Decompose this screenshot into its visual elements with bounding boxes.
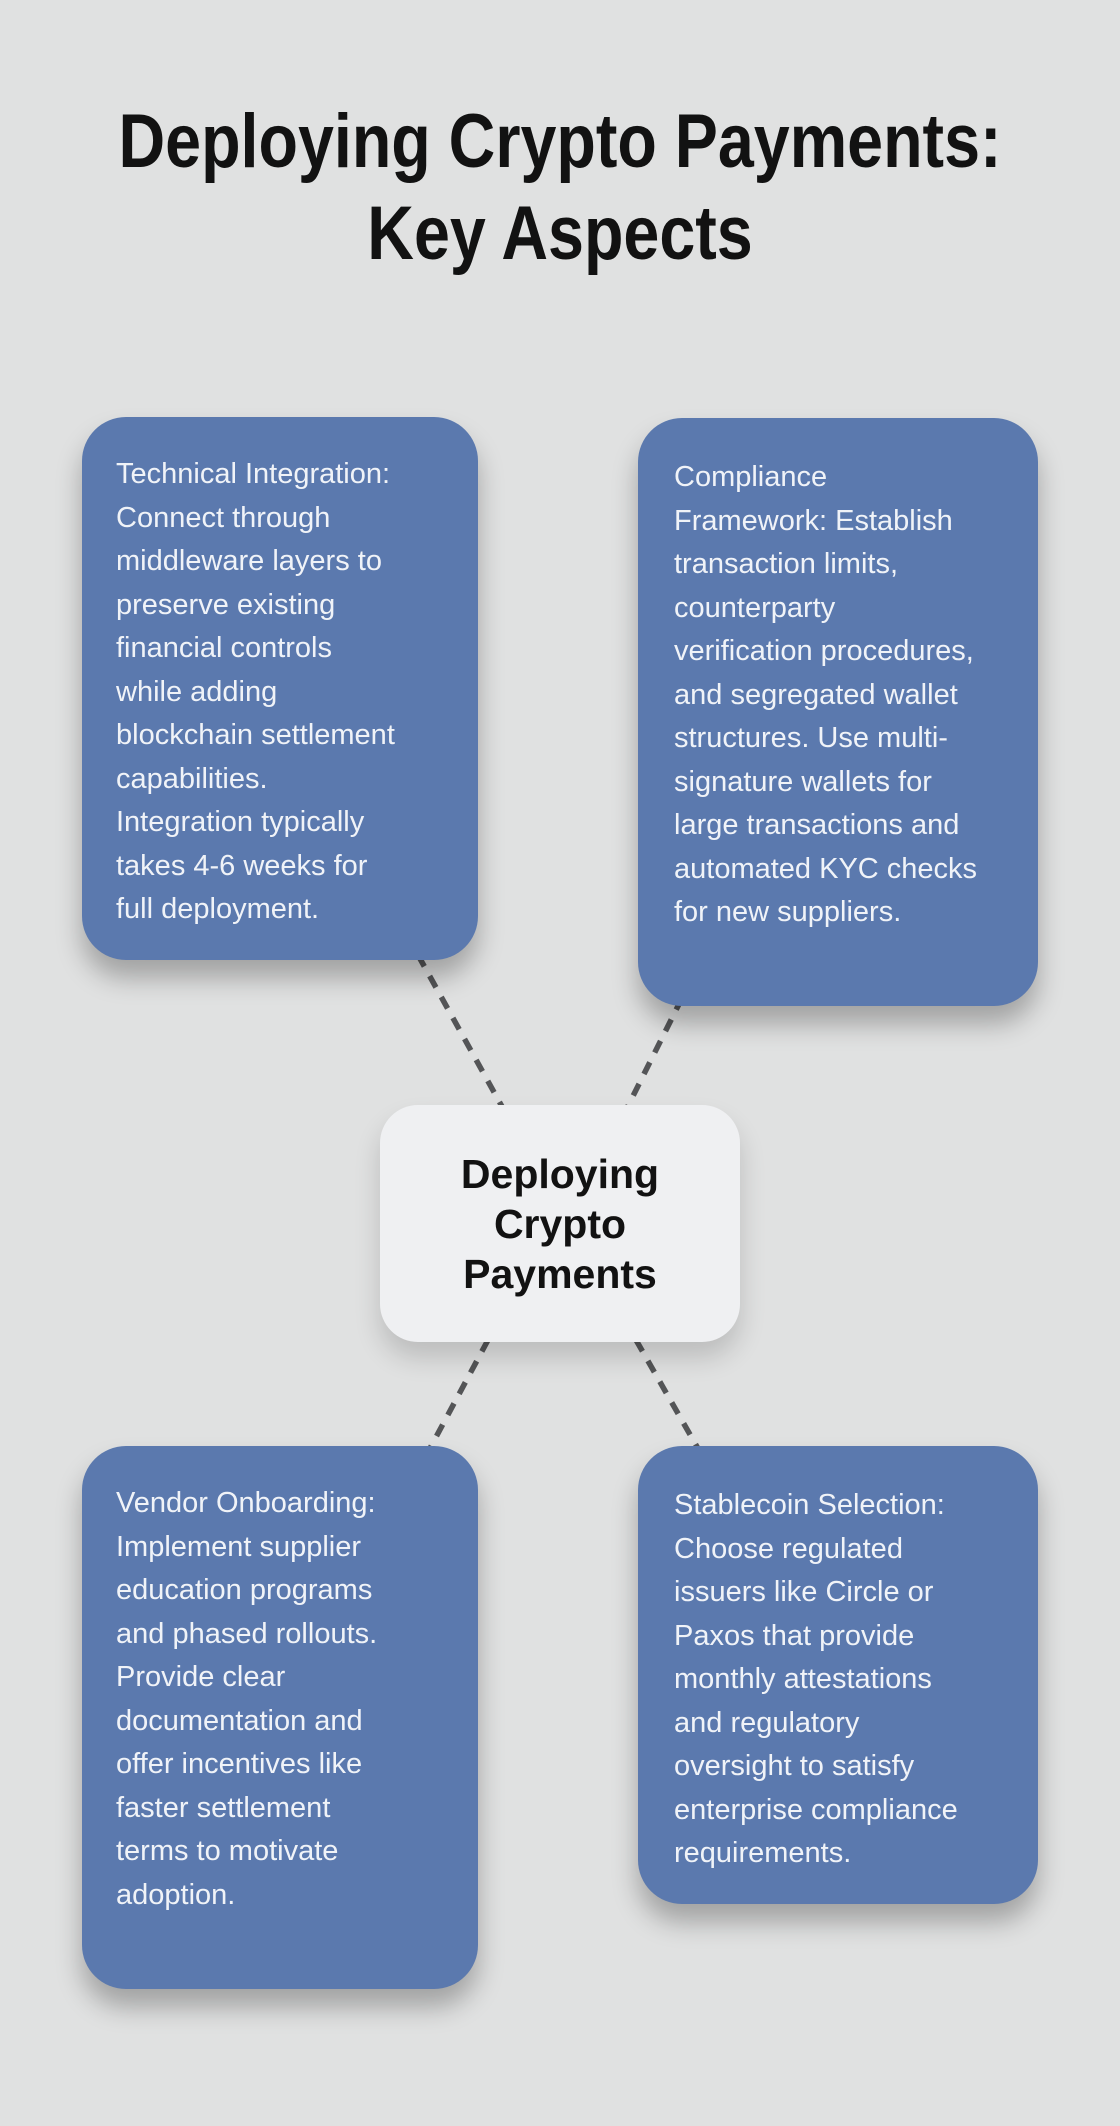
node-stablecoin-selection-text: Stablecoin Selection: Choose regulated i… bbox=[674, 1489, 958, 1869]
connector-top-right bbox=[623, 996, 685, 1112]
center-node-label: Deploying Crypto Payments bbox=[460, 1150, 660, 1297]
node-vendor-onboarding: Vendor Onboarding: Implement supplier ed… bbox=[82, 1446, 478, 1989]
center-node: Deploying Crypto Payments bbox=[380, 1105, 740, 1342]
node-compliance-framework-text: Compliance Framework: Establish transact… bbox=[674, 461, 978, 928]
page-title-line1: Deploying Crypto Payments: bbox=[118, 99, 1002, 184]
node-compliance-framework: Compliance Framework: Establish transact… bbox=[638, 418, 1038, 1006]
connector-top-left bbox=[415, 953, 508, 1114]
node-technical-integration: Technical Integration: Connect through m… bbox=[82, 417, 478, 960]
node-vendor-onboarding-text: Vendor Onboarding: Implement supplier ed… bbox=[116, 1487, 378, 1911]
connector-bottom-left bbox=[425, 1338, 491, 1454]
node-technical-integration-text: Technical Integration: Connect through m… bbox=[116, 458, 395, 925]
connector-bottom-right bbox=[633, 1338, 703, 1454]
page-title-line2: Key Aspects bbox=[367, 191, 753, 276]
page-title: Deploying Crypto Payments: Key Aspects bbox=[84, 96, 1036, 280]
node-stablecoin-selection: Stablecoin Selection: Choose regulated i… bbox=[638, 1446, 1038, 1904]
